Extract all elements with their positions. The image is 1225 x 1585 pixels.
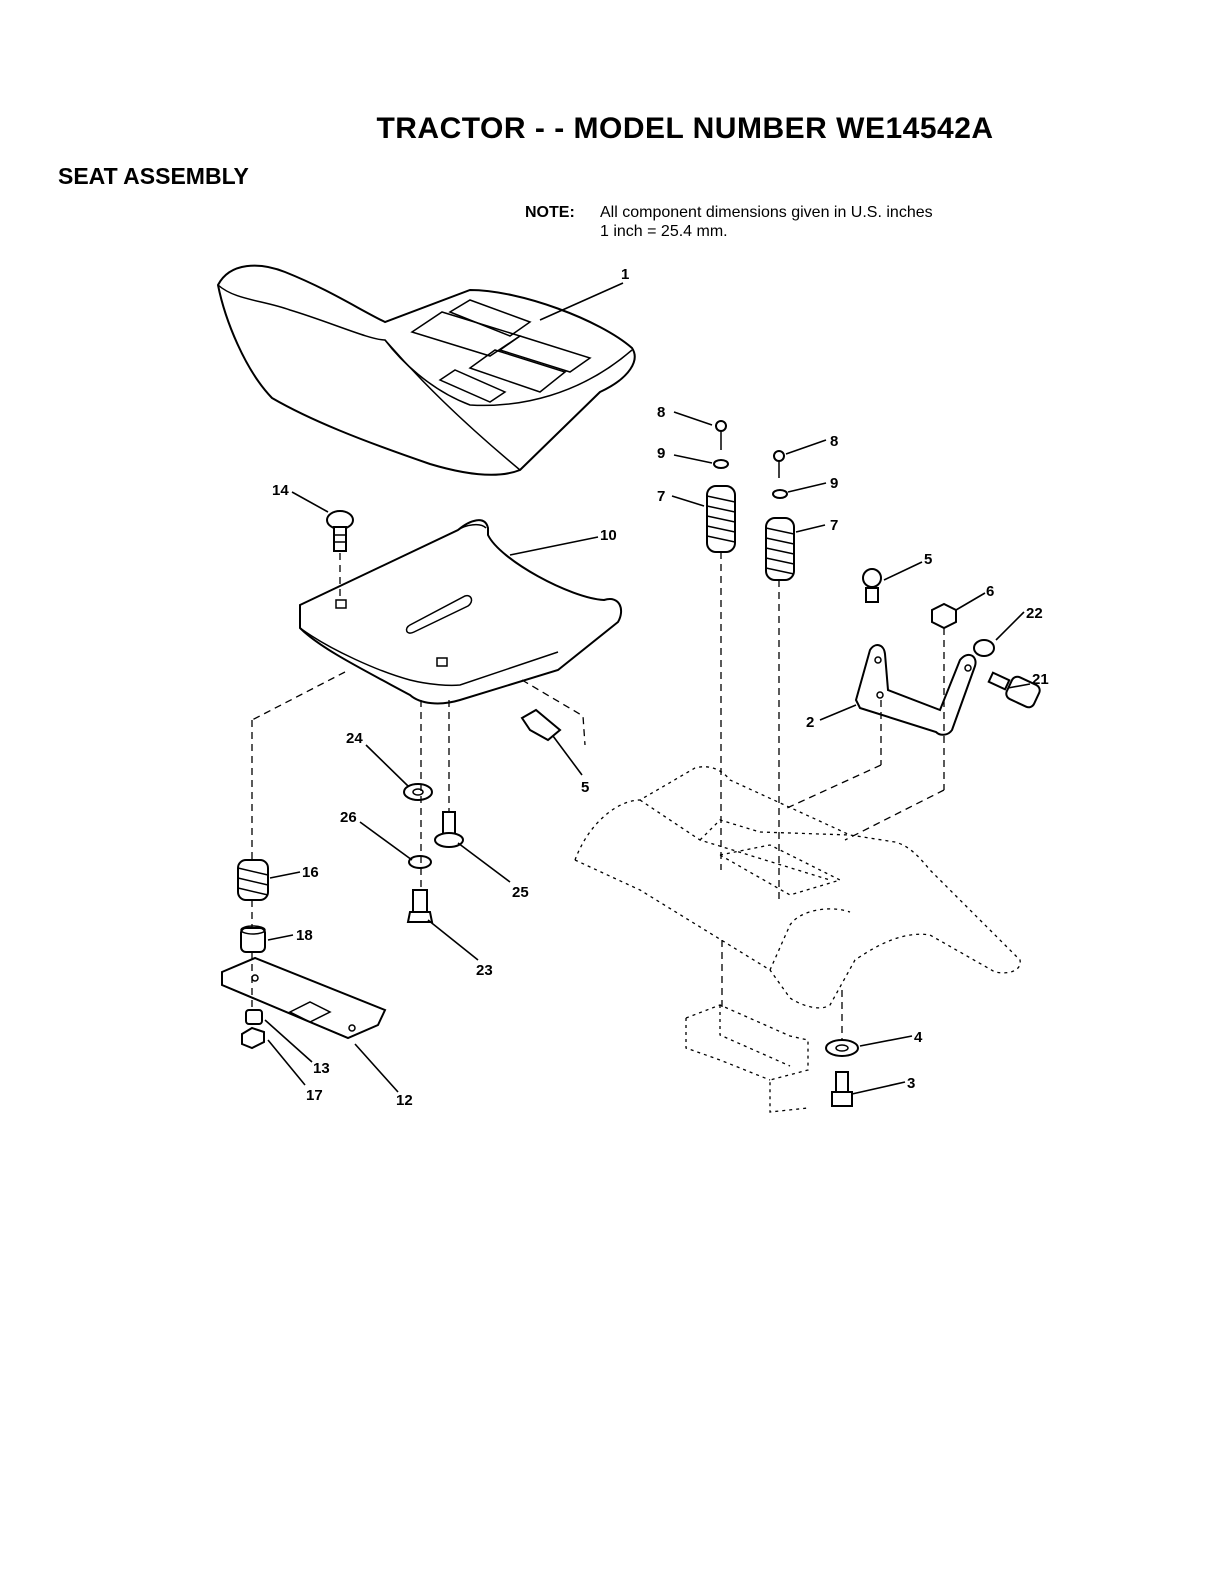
bolt-part-8-left xyxy=(716,421,726,450)
bolt-part-25 xyxy=(435,812,463,847)
callout-23: 23 xyxy=(476,962,493,979)
callout-7-left: 7 xyxy=(657,488,665,505)
bolt-part-23 xyxy=(408,890,432,922)
washer-part-24 xyxy=(404,784,432,800)
bolt-part-8-right xyxy=(774,451,784,478)
callout-21: 21 xyxy=(1032,671,1049,688)
nut-part-13-17 xyxy=(242,1010,264,1048)
callout-8-right: 8 xyxy=(830,433,838,450)
fender-outline xyxy=(575,767,1020,1112)
clip-part-5-left xyxy=(522,680,585,745)
callout-9-left: 9 xyxy=(657,445,665,462)
callout-4: 4 xyxy=(914,1029,923,1046)
bracket-part-2 xyxy=(856,645,976,735)
clip-part-5-right xyxy=(863,569,881,602)
callout-5-left: 5 xyxy=(581,779,589,796)
callout-3: 3 xyxy=(907,1075,915,1092)
washer-part-26 xyxy=(409,856,431,868)
seat-pan-part xyxy=(300,520,621,703)
callout-16: 16 xyxy=(302,864,319,881)
bolt-part-3 xyxy=(832,1072,852,1106)
callout-25: 25 xyxy=(512,884,529,901)
callout-13: 13 xyxy=(313,1060,330,1077)
spring-part-7-left xyxy=(707,486,735,552)
callout-5-right: 5 xyxy=(924,551,932,568)
slide-bracket-part-12 xyxy=(222,958,385,1038)
callout-1: 1 xyxy=(621,266,629,283)
seat-part xyxy=(218,266,635,475)
callout-24: 24 xyxy=(346,730,363,747)
callout-2: 2 xyxy=(806,714,814,731)
callout-17: 17 xyxy=(306,1087,323,1104)
callout-7-right: 7 xyxy=(830,517,838,534)
spring-part-7-right xyxy=(766,518,794,580)
washer-part-4 xyxy=(826,1040,858,1056)
spring-part-16 xyxy=(238,860,268,900)
callout-14: 14 xyxy=(272,482,289,499)
spacer-part-18 xyxy=(241,926,265,952)
callout-6: 6 xyxy=(986,583,994,600)
callout-26: 26 xyxy=(340,809,357,826)
callout-22: 22 xyxy=(1026,605,1043,622)
nut-part-6 xyxy=(932,604,956,628)
washer-part-9-right xyxy=(773,490,787,498)
callout-9-right: 9 xyxy=(830,475,838,492)
callout-12: 12 xyxy=(396,1092,413,1109)
washer-part-22 xyxy=(974,640,994,656)
callout-18: 18 xyxy=(296,927,313,944)
callout-8-left: 8 xyxy=(657,404,665,421)
callout-10: 10 xyxy=(600,527,617,544)
carriage-bolt-part xyxy=(327,511,353,551)
washer-part-9-left xyxy=(714,460,728,468)
